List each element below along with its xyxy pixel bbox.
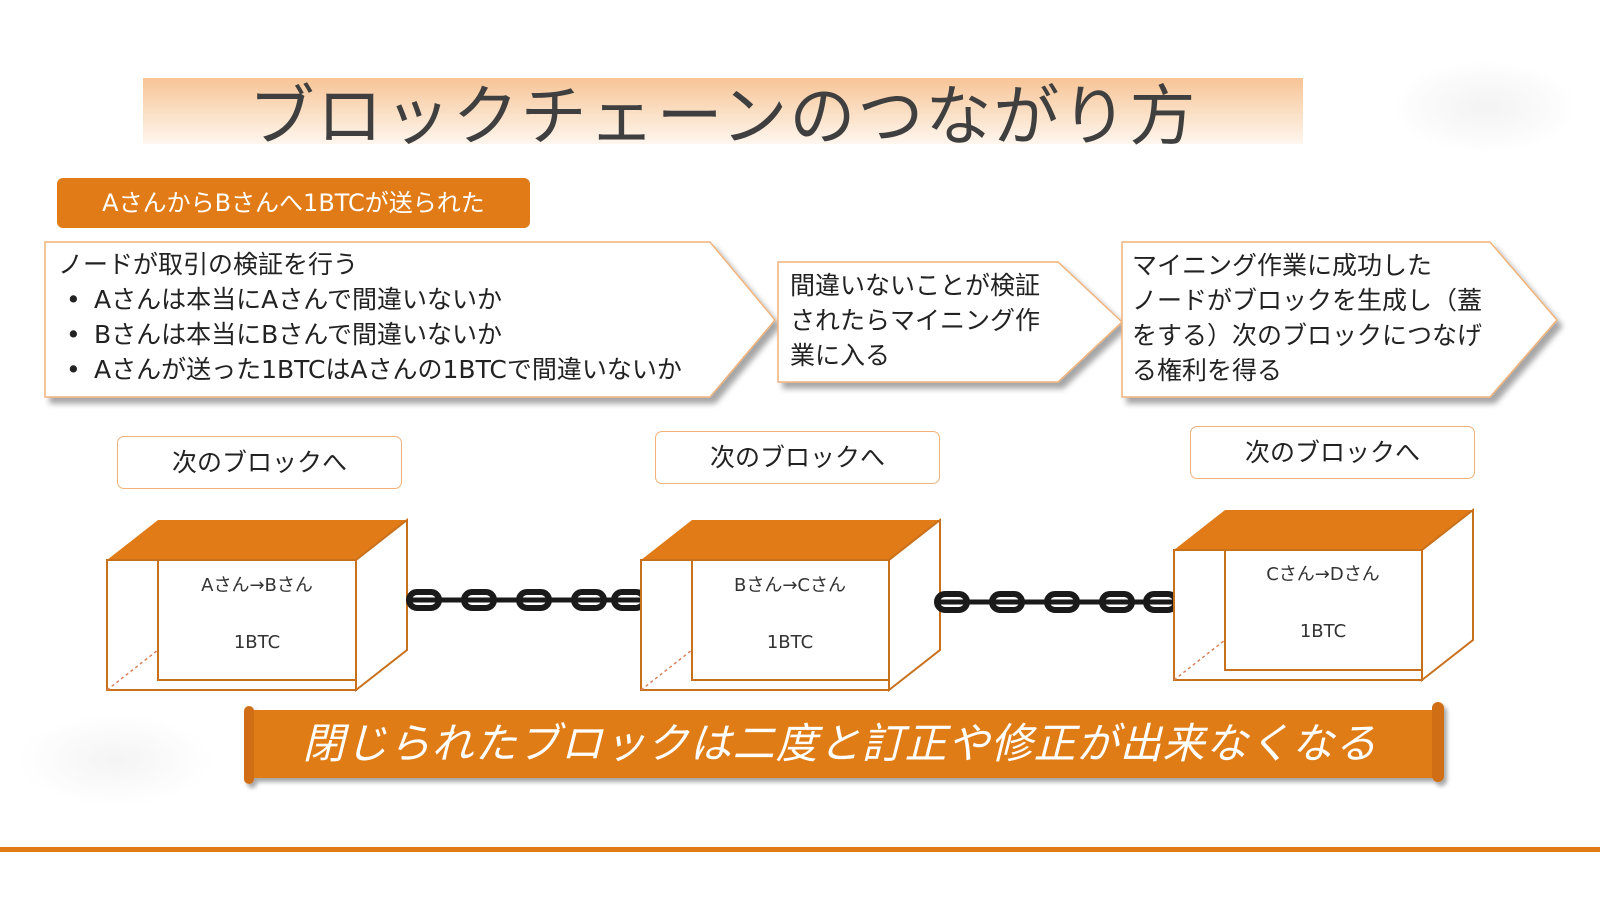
bullet-item: Aさんは本当にAさんで間違いないか xyxy=(58,282,748,317)
block-amount: 1BTC xyxy=(767,632,813,653)
block-transfer: Bさん→Cさん xyxy=(734,575,846,596)
banner-text: 閉じられたブロックは二度と訂正や修正が出来なくなる xyxy=(302,719,1378,768)
block-1: Aさん→Bさん 1BTC xyxy=(106,517,408,693)
step-line: をする）次のブロックにつなげ xyxy=(1132,321,1483,350)
step-line: 業に入る xyxy=(790,341,891,370)
step-text-3: マイニング作業に成功した ノードがブロックを生成し（蓋 をする）次のブロックにつ… xyxy=(1132,248,1512,388)
bullet-item: Aさんが送った1BTCはAさんの1BTCで間違いないか xyxy=(58,352,748,387)
next-block-label-3: 次のブロックへ xyxy=(1190,426,1475,479)
chain-link-1 xyxy=(407,592,644,608)
decorative-glow xyxy=(1395,62,1575,152)
block-3: Cさん→Dさん 1BTC xyxy=(1173,507,1474,683)
chain-link-2 xyxy=(935,594,1176,610)
decorative-glow xyxy=(20,715,210,805)
step-arrow-3 xyxy=(1121,241,1558,398)
next-block-label-1: 次のブロックへ xyxy=(117,436,402,489)
block-2: Bさん→Cさん 1BTC xyxy=(640,517,941,693)
banner-scroll xyxy=(244,702,1444,784)
step-heading: ノードが取引の検証を行う xyxy=(58,250,359,279)
block-amount: 1BTC xyxy=(234,632,280,653)
step-arrow-2 xyxy=(777,261,1124,383)
step-line: ノードがブロックを生成し（蓋 xyxy=(1132,286,1483,315)
step-text-1: ノードが取引の検証を行う Aさんは本当にAさんで間違いないか Bさんは本当にBさ… xyxy=(58,247,748,387)
step-line: マイニング作業に成功した xyxy=(1132,251,1433,280)
step-line: 間違いないことが検証 xyxy=(790,271,1041,300)
bottom-rule xyxy=(0,847,1600,852)
block-amount: 1BTC xyxy=(1300,621,1346,642)
page-title: ブロックチェーンのつながり方 xyxy=(248,78,1198,155)
title-band xyxy=(143,78,1303,144)
block-chain-diagram: Aさん→Bさん 1BTC Bさん→Cさん 1BTC xyxy=(106,507,1474,693)
bullet-item: Bさんは本当にBさんで間違いないか xyxy=(58,317,748,352)
block-transfer: Cさん→Dさん xyxy=(1266,564,1380,585)
next-block-label-2: 次のブロックへ xyxy=(655,431,940,484)
step-text-2: 間違いないことが検証 されたらマイニング作 業に入る xyxy=(790,268,1090,373)
block-transfer: Aさん→Bさん xyxy=(201,575,313,596)
step-line: されたらマイニング作 xyxy=(790,306,1041,335)
step-line: る権利を得る xyxy=(1132,356,1283,385)
transaction-label: AさんからBさんへ1BTCが送られた xyxy=(57,178,530,228)
